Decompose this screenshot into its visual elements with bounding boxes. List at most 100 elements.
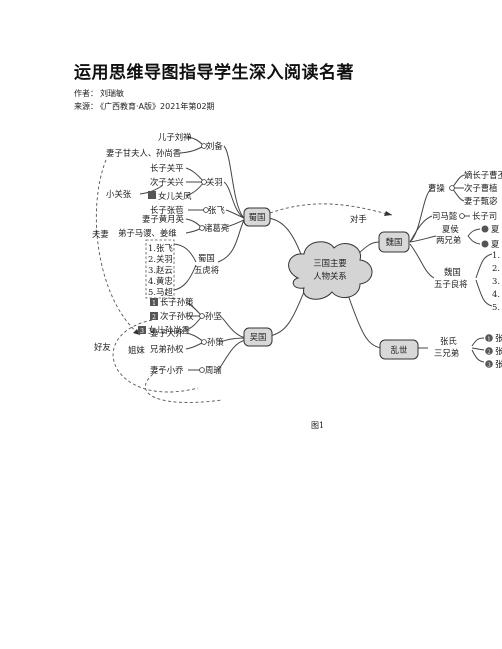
general-item-4: 4. xyxy=(492,289,500,299)
node-zhuge-wife: 妻子黄月英 xyxy=(142,214,184,224)
branch-node-luanshi: 乱世 xyxy=(379,339,419,360)
link-zhang-2 xyxy=(471,347,485,351)
spouse-arc xyxy=(95,159,141,336)
zhang-bullet-1 xyxy=(485,334,493,342)
article-author: 作者：刘瑞敏 xyxy=(74,88,126,99)
tigers-list-box xyxy=(145,239,175,299)
node-zhouyu-wife: 妻子小乔 xyxy=(150,365,184,375)
node-caocao-wife: 妻子甄宓 xyxy=(464,196,498,206)
generals-label-1: 魏国 xyxy=(444,267,461,277)
branch-luanshi-label: 乱世 xyxy=(391,345,408,355)
tiger-item-3: 3.赵云 xyxy=(148,265,173,275)
node-sunce-wife: 妻子大乔 xyxy=(150,328,184,338)
author-name: 刘瑞敏 xyxy=(100,89,124,98)
link-wu-sunjian xyxy=(219,315,247,339)
zhang-item-3: 张 xyxy=(495,359,502,369)
zhang-bullet-3-num: 3 xyxy=(487,363,491,369)
link-zhang-3 xyxy=(471,349,485,363)
friends-arc xyxy=(112,319,199,393)
tiger-item-1: 1.张飞 xyxy=(148,243,173,253)
relation-sisters: 姐妹 xyxy=(128,345,145,355)
link-generals-bottom xyxy=(475,279,493,307)
node-zhuge: 诸葛亮 xyxy=(204,223,229,233)
branch-node-wu: 吴国 xyxy=(243,327,273,347)
relation-friends: 好友 xyxy=(94,342,111,352)
node-sunjian-son2: 次子孙权 xyxy=(160,311,194,321)
rivals-arc xyxy=(269,203,393,216)
link-wei-sima xyxy=(409,215,433,243)
guanyu-daughter-badge xyxy=(148,191,156,199)
sunjian-badge-1-num: 1 xyxy=(152,300,156,307)
node-zhuge-disciples: 弟子马谡、姜维 xyxy=(118,228,177,238)
center-label-line2: 人物关系 xyxy=(313,271,347,281)
xiahou-bullet-2 xyxy=(481,240,489,248)
node-sunjian-daughter: 女儿孙尚香 xyxy=(148,325,190,335)
joint-circles xyxy=(199,143,465,373)
sunjian-badge-3 xyxy=(138,326,146,334)
node-caocao: 曹操 xyxy=(428,183,445,193)
general-item-2: 2. xyxy=(492,263,500,273)
link-guanyu-son1 xyxy=(185,167,205,183)
generals-label-2: 五子良将 xyxy=(434,279,468,289)
tiger-item-5: 5.马超 xyxy=(148,287,173,297)
node-sunjian-son1: 长子孙策 xyxy=(160,297,194,307)
zhang-label-2: 三兄弟 xyxy=(434,348,459,358)
link-zhang-1 xyxy=(471,337,485,347)
center-cloud xyxy=(288,241,373,300)
link-xiahou-1 xyxy=(467,228,481,237)
article-source: 来源：《广西教育·A版》2021年第02期 xyxy=(74,101,217,112)
link-tigers-top xyxy=(173,243,197,263)
zhang-label-1: 张氏 xyxy=(440,336,457,346)
link-wei-caocao xyxy=(409,187,433,243)
link-center-shu xyxy=(267,217,303,258)
node-liubei-son: 儿子刘禅 xyxy=(158,132,192,142)
zhang-bullet-2 xyxy=(485,347,493,355)
link-wu-sunce xyxy=(219,337,247,343)
sunjian-badge-2 xyxy=(150,312,158,320)
center-label-line1: 三国主要 xyxy=(313,258,347,268)
node-sunce: 孙策 xyxy=(207,337,224,347)
relation-rivals: 对手 xyxy=(350,214,367,224)
node-sunjian: 孙坚 xyxy=(205,311,222,321)
relation-spouse: 夫妻 xyxy=(92,229,109,239)
node-sima: 司马懿 xyxy=(432,211,458,221)
link-wei-generals xyxy=(409,243,435,279)
zhang-bullet-2-num: 2 xyxy=(487,350,491,356)
node-liubei-wives-1: 妻子甘夫人、 xyxy=(106,148,156,158)
link-center-wu xyxy=(269,291,305,337)
sisters-arc xyxy=(144,367,223,403)
node-guanyu-son2: 次子关兴 xyxy=(150,177,184,187)
general-item-3: 3. xyxy=(492,276,500,286)
branch-shu-label: 蜀国 xyxy=(249,212,266,222)
sunjian-badge-1 xyxy=(150,298,158,306)
mind-map-diagram: 三国主要 人物关系 蜀国 吴国 魏国 乱世 刘备 儿子刘禅 妻子甘夫人、 孙尚香… xyxy=(92,132,502,403)
xiahou-bullet-1 xyxy=(481,225,489,233)
branch-wu-label: 吴国 xyxy=(250,332,267,342)
zhang-bullet-1-num: 1 xyxy=(487,337,491,343)
zhang-item-1: 张 xyxy=(495,333,502,343)
node-sunce-brother: 兄弟孙权 xyxy=(150,344,184,354)
xiahou-item-1: 夏 xyxy=(491,224,500,234)
link-wei-xiahou xyxy=(409,235,437,243)
sunjian-badge-2-num: 2 xyxy=(152,314,156,321)
link-generals-top xyxy=(475,253,493,279)
branch-wei-label: 魏国 xyxy=(386,237,403,247)
link-sunce-brother xyxy=(185,341,205,350)
link-shu-zhuge xyxy=(221,219,245,229)
tiger-item-4: 4.黄忠 xyxy=(148,276,173,286)
general-item-5: 5. xyxy=(492,302,500,312)
branch-node-wei: 魏国 xyxy=(378,231,410,253)
article-title: 运用思维导图指导学生深入阅读名著 xyxy=(74,63,354,83)
tigers-label-1: 蜀国 xyxy=(198,253,215,263)
node-guanyu-son1: 长子关平 xyxy=(150,163,184,173)
node-guanyu: 关羽 xyxy=(206,177,223,187)
link-tigers-bottom xyxy=(173,264,197,291)
source-label: 来源： xyxy=(74,102,98,111)
source-name: 《广西教育·A版》2021年第02期 xyxy=(100,102,215,111)
node-zhangfei-son: 长子张苞 xyxy=(150,205,184,215)
tigers-label-2: 五虎将 xyxy=(194,265,219,275)
node-liubei-wives-2: 孙尚香 xyxy=(156,148,182,158)
tiger-item-2: 2.关羽 xyxy=(148,254,173,264)
author-label: 作者： xyxy=(74,89,98,98)
link-shu-guanyu xyxy=(223,181,245,219)
